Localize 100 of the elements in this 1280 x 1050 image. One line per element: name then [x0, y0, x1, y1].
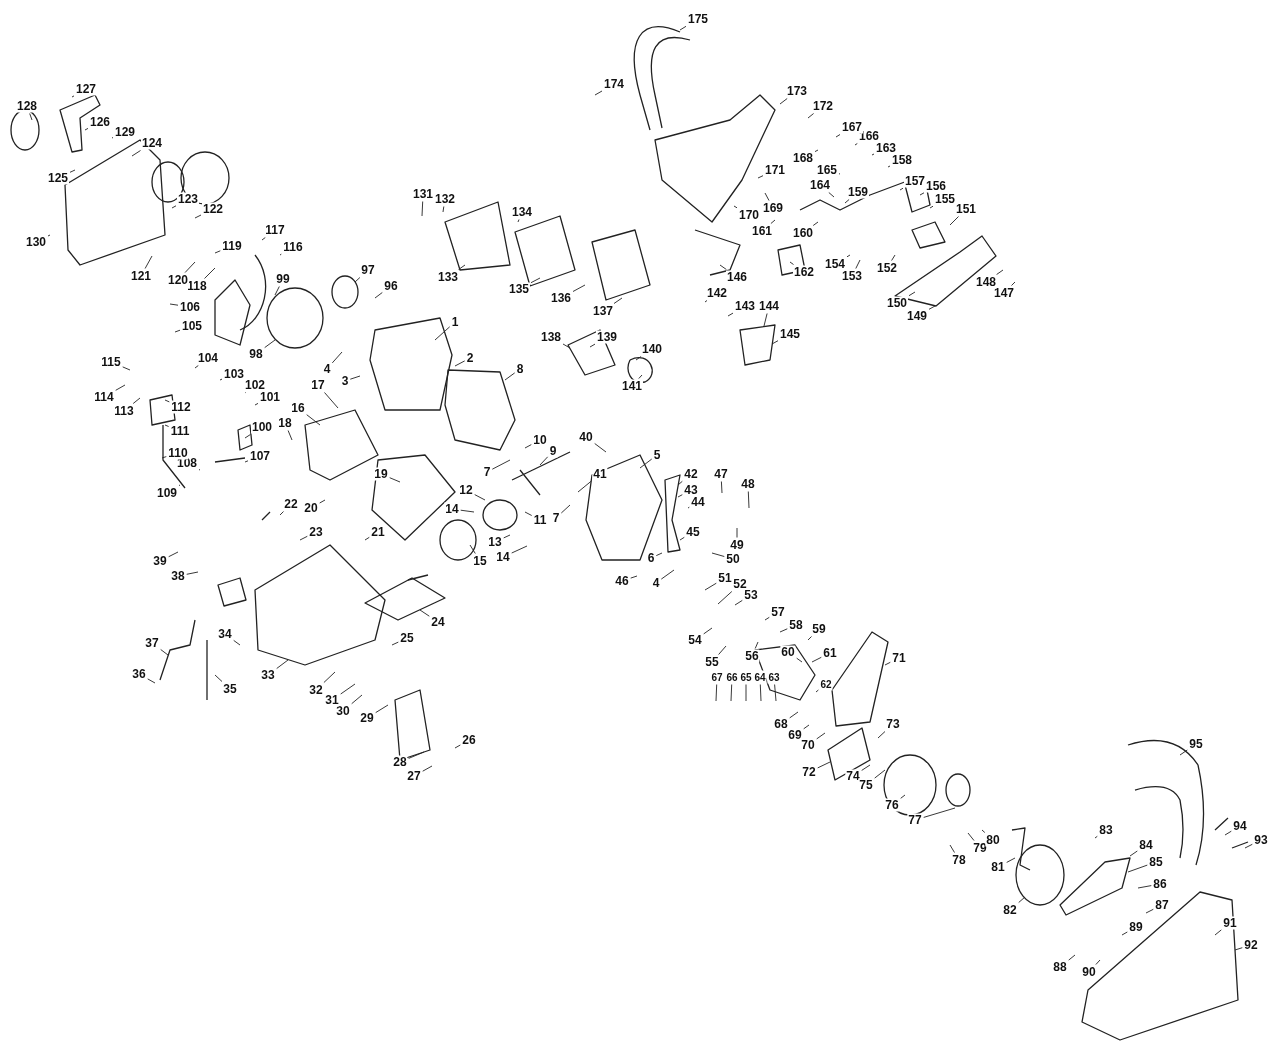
callout-number: 27: [406, 769, 422, 783]
callout-number: 65: [739, 670, 753, 684]
callout-number: 87: [1154, 898, 1170, 912]
leader-line: [589, 343, 596, 348]
leader-line: [364, 536, 370, 541]
callout-number: 124: [141, 136, 163, 150]
callout-number: 92: [1243, 938, 1259, 952]
callout-number: 71: [891, 651, 907, 665]
callout-number: 59: [811, 622, 827, 636]
callout-number: 42: [683, 467, 699, 481]
callout-number: 56: [744, 649, 760, 663]
leader-line: [774, 684, 777, 702]
callout-number: 148: [975, 275, 997, 289]
callout-number: 77: [907, 813, 923, 827]
callout-number: 88: [1052, 960, 1068, 974]
callout-number: 100: [251, 420, 273, 434]
leader-line: [687, 506, 690, 509]
callout-number: 5: [652, 448, 662, 462]
leader-line: [1018, 896, 1026, 903]
leader-line: [306, 414, 321, 426]
callout-number: 14: [444, 502, 460, 516]
leader-line: [717, 591, 733, 605]
callout-number: 22: [283, 497, 299, 511]
leader-line: [161, 456, 167, 459]
callout-number: 44: [690, 495, 706, 509]
callout-number: 6: [646, 551, 656, 565]
callout-number: 21: [370, 525, 386, 539]
leader-line: [1244, 843, 1253, 849]
callout-number: 82: [1002, 903, 1018, 917]
callout-number: 174: [603, 77, 625, 91]
callout-number: 129: [114, 125, 136, 139]
callout-number: 12: [458, 483, 474, 497]
callout-number: 47: [713, 467, 729, 481]
callout-number: 130: [25, 235, 47, 249]
callout-number: 161: [751, 224, 773, 238]
callout-number: 147: [993, 286, 1015, 300]
leader-line: [421, 201, 424, 217]
callout-number: 10: [532, 433, 548, 447]
leader-line: [349, 375, 361, 380]
callout-number: 57: [770, 605, 786, 619]
leader-line: [147, 678, 156, 684]
leader-line: [704, 300, 708, 303]
callout-number: 23: [308, 525, 324, 539]
callout-number: 112: [170, 400, 192, 414]
leader-line: [169, 303, 179, 306]
leader-line: [679, 25, 687, 31]
callout-number: 160: [792, 226, 814, 240]
callout-number: 84: [1138, 838, 1154, 852]
leader-line: [331, 351, 343, 364]
leader-line: [655, 552, 663, 557]
callout-number: 4: [651, 576, 661, 590]
leader-line: [264, 339, 276, 349]
leader-line: [899, 187, 904, 191]
callout-number: 139: [596, 330, 618, 344]
leader-line: [677, 480, 683, 486]
callout-number: 81: [990, 860, 1006, 874]
callout-number: 93: [1253, 833, 1269, 847]
callout-number: 152: [876, 261, 898, 275]
callout-number: 135: [508, 282, 530, 296]
leader-line: [855, 259, 861, 269]
callout-number: 52: [732, 577, 748, 591]
leader-line: [715, 684, 718, 702]
callout-number: 159: [847, 185, 869, 199]
leader-line: [186, 571, 199, 575]
callout-number: 164: [809, 178, 831, 192]
leader-line: [1145, 908, 1154, 914]
callout-number: 165: [816, 163, 838, 177]
leader-line: [324, 392, 339, 409]
callout-number: 97: [360, 263, 376, 277]
callout-number: 70: [800, 738, 816, 752]
leader-line: [703, 627, 713, 635]
leader-line: [747, 491, 750, 509]
leader-line: [828, 192, 835, 198]
callout-number: 150: [886, 296, 908, 310]
callout-number: 127: [75, 82, 97, 96]
callout-number: 78: [951, 853, 967, 867]
callout-number: 25: [399, 631, 415, 645]
leader-line: [1068, 954, 1076, 961]
leader-line: [408, 751, 425, 759]
leader-line: [613, 297, 623, 304]
leader-line: [807, 636, 812, 641]
leader-line: [244, 460, 249, 463]
callout-number: 31: [324, 693, 340, 707]
callout-number: 19: [373, 467, 389, 481]
leader-line: [861, 764, 871, 771]
callout-number: 163: [875, 141, 897, 155]
callout-number: 75: [858, 778, 874, 792]
callout-number: 7: [551, 511, 561, 525]
callout-number: 173: [786, 84, 808, 98]
leader-line: [351, 694, 363, 705]
callout-number: 74: [845, 769, 861, 783]
callout-number: 126: [89, 115, 111, 129]
callout-number: 106: [179, 300, 201, 314]
callout-number: 76: [884, 798, 900, 812]
leader-line: [949, 844, 955, 853]
callout-number: 16: [290, 401, 306, 415]
leader-line: [354, 277, 361, 283]
callout-number: 29: [359, 711, 375, 725]
leader-line: [419, 609, 430, 617]
leader-line: [779, 98, 788, 105]
